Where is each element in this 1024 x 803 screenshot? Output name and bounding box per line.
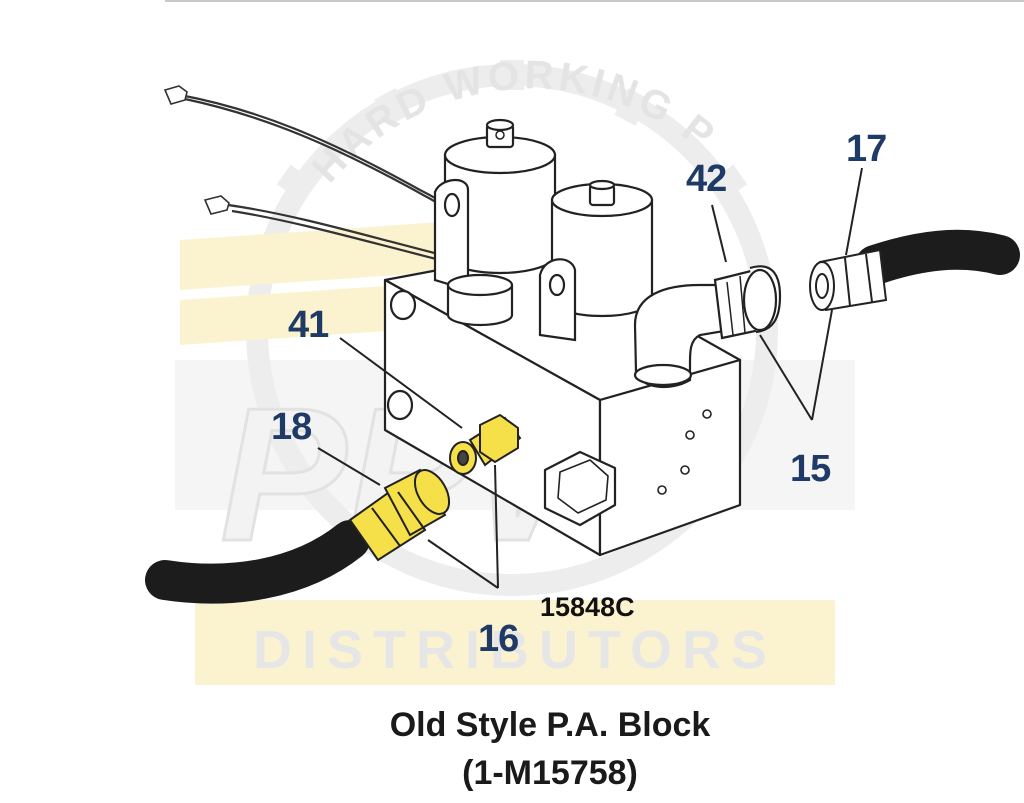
callout-16: 16 — [478, 618, 519, 660]
yellow-adapter — [449, 413, 522, 475]
callout-15: 15 — [790, 448, 831, 490]
hose-left — [145, 468, 451, 604]
callout-41: 41 — [288, 304, 329, 346]
leader-lines — [317, 167, 863, 589]
callout-42: 42 — [686, 158, 727, 200]
elbow-fitting — [633, 265, 782, 388]
solenoid-coils — [433, 118, 654, 342]
caption-model: (1-M15758) — [462, 754, 638, 792]
top-divider — [165, 0, 1024, 2]
watermark-band-text: DISTRIBUTORS — [253, 620, 777, 680]
caption-title: Old Style P.A. Block — [389, 706, 711, 744]
part-number: 15848C — [540, 592, 635, 622]
callout-18: 18 — [271, 406, 312, 448]
callout-17: 17 — [846, 128, 887, 170]
hose-right — [809, 229, 1020, 312]
